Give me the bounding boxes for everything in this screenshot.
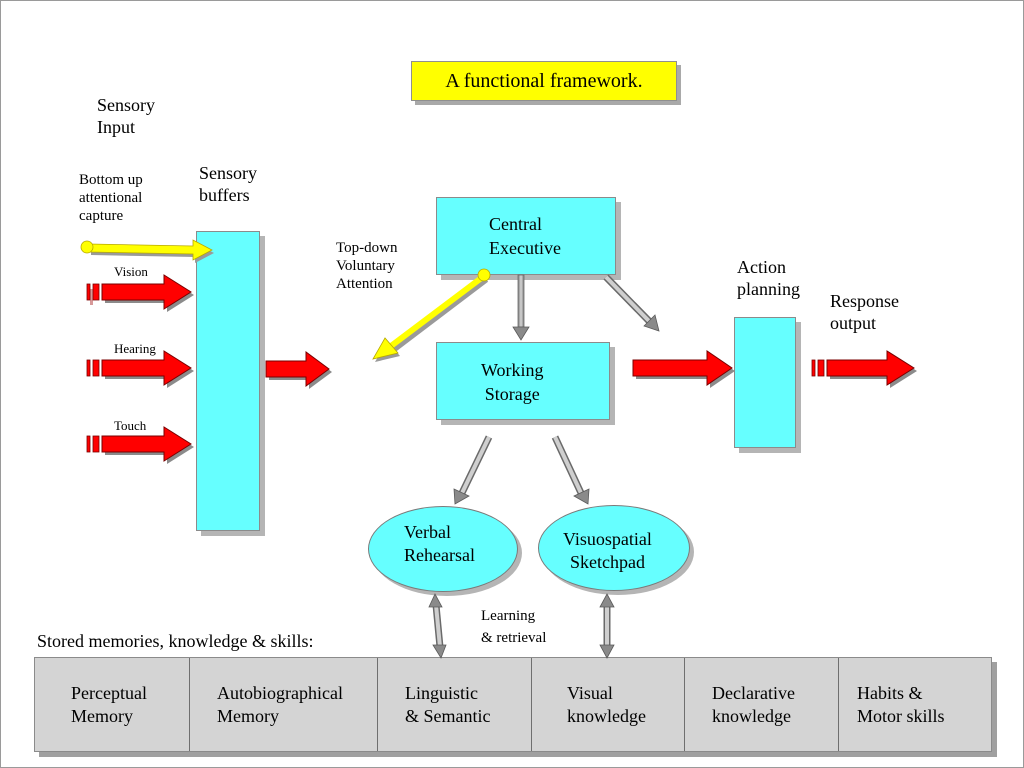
to-action-arrow xyxy=(632,350,735,388)
working-storage-label: Working Storage xyxy=(481,360,544,405)
memory-store-cell: Autobiographical Memory xyxy=(189,658,377,751)
verbal-memory-double-arrow xyxy=(428,593,447,659)
memory-store-label: Declarative knowledge xyxy=(712,683,795,727)
response-output-arrow xyxy=(811,350,917,388)
response-output-label: Response output xyxy=(830,291,899,333)
visuospatial-sketchpad-oval: Visuospatial Sketchpad xyxy=(538,505,690,591)
stored-memories-label: Stored memories, knowledge & skills: xyxy=(37,631,314,651)
visuospatial-sketchpad-label: Visuospatial Sketchpad xyxy=(563,529,652,573)
sensory-input-label: Sensory Input xyxy=(97,95,155,137)
memory-store-cell: Linguistic & Semantic xyxy=(377,658,531,751)
central-executive-box: Central Executive xyxy=(436,197,616,275)
memory-store-cell: Habits & Motor skills xyxy=(838,658,991,751)
top-down-attention-arrow xyxy=(372,268,491,362)
touch-label: Touch xyxy=(114,418,147,433)
memory-store-cell: Visual knowledge xyxy=(531,658,684,751)
central-executive-label: Central Executive xyxy=(489,214,561,259)
verbal-rehearsal-oval: Verbal Rehearsal xyxy=(368,506,518,592)
sensory-buffers-label: Sensory buffers xyxy=(199,163,257,205)
visuospatial-memory-double-arrow xyxy=(599,593,615,659)
memory-store-label: Perceptual Memory xyxy=(71,683,147,727)
memory-store-label: Autobiographical Memory xyxy=(217,683,343,727)
memory-store-label: Linguistic & Semantic xyxy=(405,683,491,727)
hearing-label: Hearing xyxy=(114,341,156,356)
vision-input-arrow xyxy=(86,274,194,312)
hearing-input-arrow xyxy=(86,350,194,388)
action-planning-label: Action planning xyxy=(737,257,800,299)
executive-to-storage-arrow xyxy=(512,274,530,341)
memory-store-label: Habits & Motor skills xyxy=(857,683,945,727)
working-storage-box: Working Storage xyxy=(436,342,610,420)
storage-to-verbal-arrow xyxy=(453,435,493,505)
memory-store-cell: Declarative knowledge xyxy=(684,658,838,751)
sensory-buffer-box xyxy=(196,231,260,531)
memory-stores-shelf: Perceptual Memory Autobiographical Memor… xyxy=(34,657,992,752)
action-planning-box xyxy=(734,317,796,448)
top-down-label: Top-down Voluntary Attention xyxy=(336,240,398,292)
bottom-up-attention-arrow xyxy=(80,239,214,263)
vision-label: Vision xyxy=(114,264,148,279)
verbal-rehearsal-label: Verbal Rehearsal xyxy=(404,522,475,566)
memory-store-cell: Perceptual Memory xyxy=(35,658,189,751)
storage-to-visuospatial-arrow xyxy=(551,435,590,505)
executive-to-action-arrow xyxy=(603,274,660,332)
learning-retrieval-label: Learning & retrieval xyxy=(481,608,547,646)
bottom-up-label: Bottom up attentional capture xyxy=(79,172,143,224)
memory-store-label: Visual knowledge xyxy=(567,683,646,727)
buffer-output-arrow xyxy=(265,351,332,389)
touch-input-arrow xyxy=(86,426,194,464)
slide-title: A functional framework. xyxy=(411,61,677,101)
